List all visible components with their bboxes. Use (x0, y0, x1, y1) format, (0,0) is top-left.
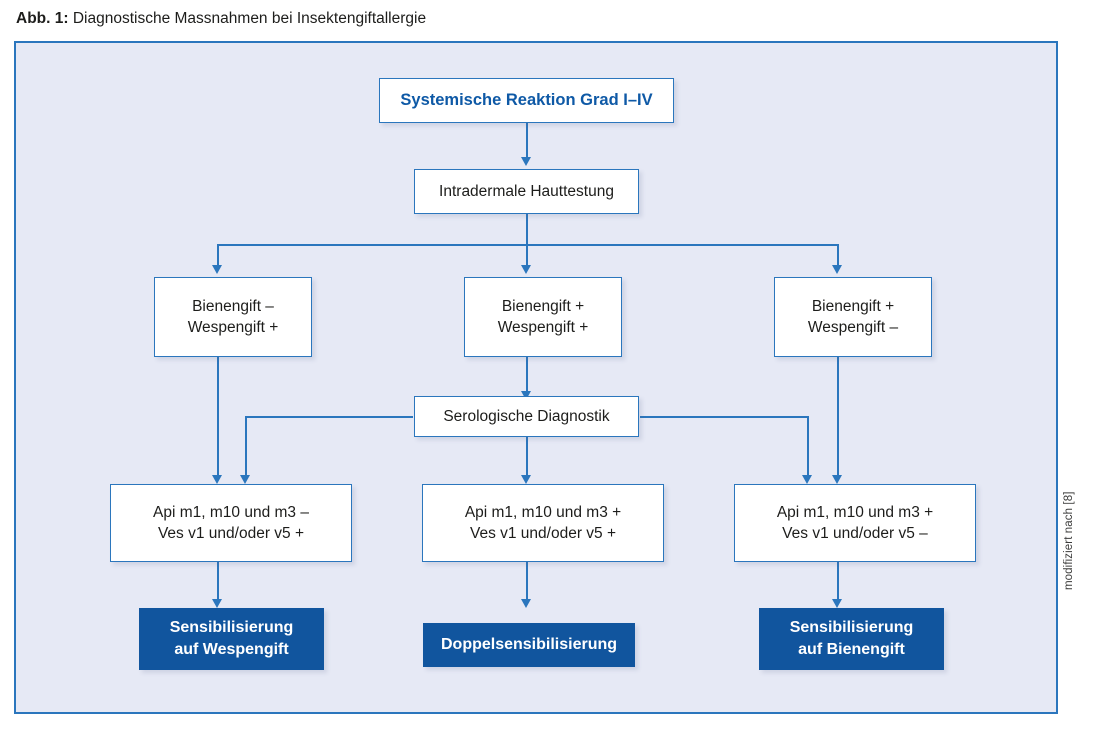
node-intradermal-skin-test[interactable]: Intradermale Hauttestung (414, 169, 639, 214)
node-skin-left-line1: Bienengift – (192, 298, 274, 315)
node-component-left-line1: Api m1, m10 und m3 – (153, 504, 309, 521)
figure-title: Diagnostische Massnahmen bei Insektengif… (72, 10, 427, 27)
connector-bus-drop-middle (526, 244, 528, 267)
connector-skinmid-to-serology (526, 357, 528, 395)
node-skin-middle-line1: Bienengift + (501, 298, 585, 315)
node-skin-result-bee-neg-wasp-pos[interactable]: Bienengift – Wespengift + (154, 277, 312, 357)
node-component-middle-line2: Ves v1 und/oder v5 + (469, 525, 617, 542)
node-result-double-sensitization[interactable]: Doppelsensibilisierung (423, 623, 635, 667)
connector-component-middle-to-result (526, 562, 528, 603)
arrowhead-result-middle (521, 599, 531, 608)
connector-component-left-to-result (217, 562, 219, 603)
arrowhead-component-left-b (240, 475, 250, 484)
connector-start-to-skintest (526, 123, 528, 161)
node-systemic-reaction[interactable]: Systemische Reaktion Grad I–IV (379, 78, 674, 123)
figure-label: Abb. 1: (16, 10, 69, 27)
arrowhead-skin-middle (521, 265, 531, 274)
arrowhead-result-left (212, 599, 222, 608)
connector-serology-branch-left (245, 416, 413, 418)
arrowhead-component-left-a (212, 475, 222, 484)
connector-bus-drop-left (217, 244, 219, 267)
node-component-bee[interactable]: Api m1, m10 und m3 + Ves v1 und/oder v5 … (734, 484, 976, 562)
connector-serology-right-drop (807, 416, 809, 479)
node-component-middle-line1: Api m1, m10 und m3 + (464, 504, 622, 521)
node-result-wasp-sensitization[interactable]: Sensibilisierung auf Wespengift (139, 608, 324, 670)
connector-serology-to-component (526, 437, 528, 479)
node-result-bee-sensitization[interactable]: Sensibilisierung auf Bienengift (759, 608, 944, 670)
arrowhead-skintest (521, 157, 531, 166)
node-result-right-line1: Sensibilisierung (789, 619, 914, 636)
node-result-left-line2: auf Wespengift (174, 641, 289, 658)
diagram-canvas: Systemische Reaktion Grad I–IV Intraderm… (16, 43, 1056, 712)
arrowhead-skin-left (212, 265, 222, 274)
node-component-left-line2: Ves v1 und/oder v5 + (157, 525, 305, 542)
diagram-frame: Systemische Reaktion Grad I–IV Intraderm… (14, 41, 1058, 714)
connector-serology-branch-right (640, 416, 808, 418)
node-result-middle-line1: Doppelsensibilisierung (440, 636, 618, 653)
node-skin-right-line1: Bienengift + (811, 298, 895, 315)
node-component-double[interactable]: Api m1, m10 und m3 + Ves v1 und/oder v5 … (422, 484, 664, 562)
node-skin-left-line2: Wespengift + (187, 319, 279, 336)
source-note: modifiziert nach [8] (1063, 491, 1075, 590)
node-skin-result-bee-pos-wasp-neg[interactable]: Bienengift + Wespengift – (774, 277, 932, 357)
node-result-left-line1: Sensibilisierung (169, 619, 294, 636)
arrowhead-result-right (832, 599, 842, 608)
node-result-right-line2: auf Bienengift (798, 641, 905, 658)
node-skin-right-line2: Wespengift – (807, 319, 899, 336)
figure-caption: Abb. 1: Diagnostische Massnahmen bei Ins… (16, 9, 426, 29)
node-skin-result-bee-pos-wasp-pos[interactable]: Bienengift + Wespengift + (464, 277, 622, 357)
connector-skinleft-to-component (217, 357, 219, 479)
arrowhead-component-right-a (832, 475, 842, 484)
arrowhead-component-right-b (802, 475, 812, 484)
connector-skinright-to-component (837, 357, 839, 479)
node-intradermal-skin-test-label: Intradermale Hauttestung (439, 183, 614, 200)
connector-skintest-to-bus (526, 214, 528, 246)
connector-component-right-to-result (837, 562, 839, 603)
connector-bus-drop-right (837, 244, 839, 267)
node-serological-diagnostics[interactable]: Serologische Diagnostik (414, 396, 639, 437)
node-component-wasp[interactable]: Api m1, m10 und m3 – Ves v1 und/oder v5 … (110, 484, 352, 562)
arrowhead-component-middle (521, 475, 531, 484)
node-serological-diagnostics-label: Serologische Diagnostik (443, 408, 610, 425)
node-skin-middle-line2: Wespengift + (497, 319, 589, 336)
arrowhead-serology (521, 391, 531, 400)
connector-serology-left-drop (245, 416, 247, 479)
node-systemic-reaction-label: Systemische Reaktion Grad I–IV (400, 91, 653, 109)
arrowhead-skin-right (832, 265, 842, 274)
node-component-right-line1: Api m1, m10 und m3 + (776, 504, 934, 521)
node-component-right-line2: Ves v1 und/oder v5 – (782, 525, 928, 542)
